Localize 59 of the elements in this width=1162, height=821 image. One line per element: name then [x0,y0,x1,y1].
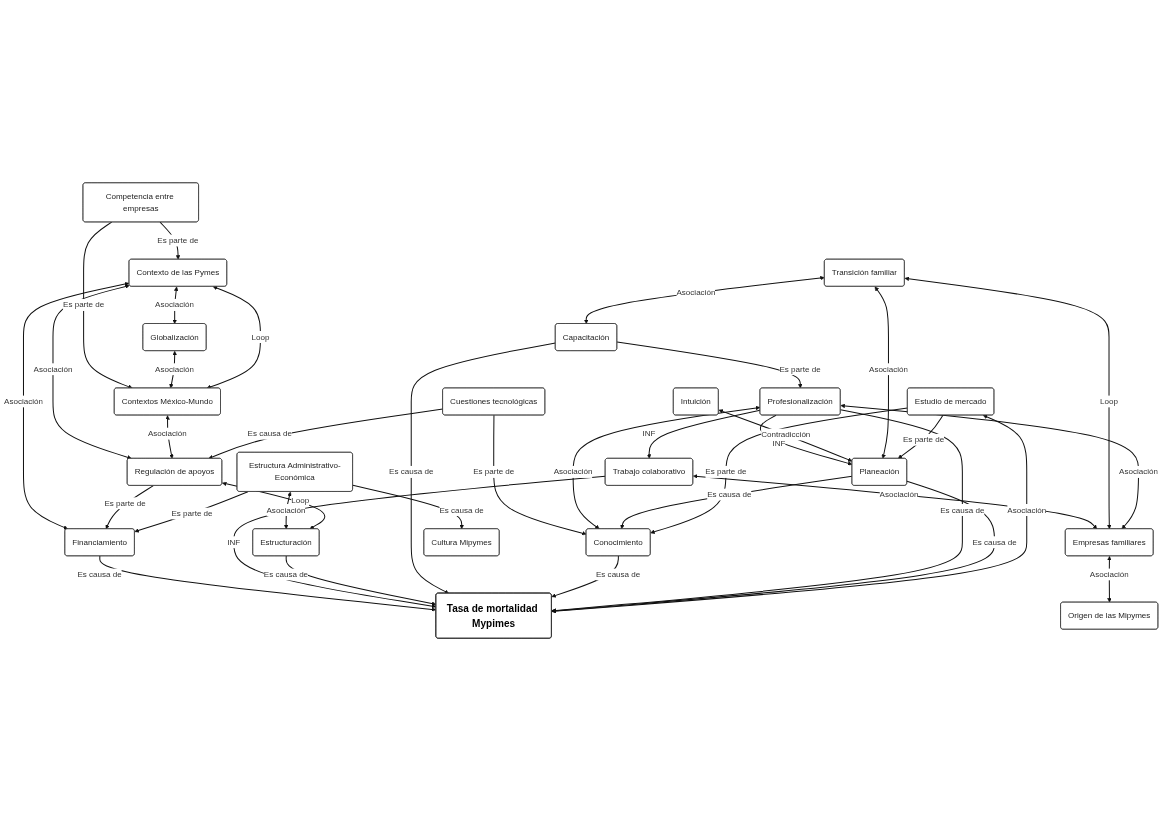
edge-label: Asociación [553,467,593,476]
edge-label: Es parte de [104,498,146,508]
arrow [493,414,587,536]
arrow [759,414,853,466]
edge-label: Es parte de [903,435,945,444]
edge-label: Es causa de [247,429,292,438]
edge-label: INF [772,439,786,448]
edge-label: Contradicción [761,429,811,439]
arrow [208,408,444,460]
edge-label: INF [227,537,241,547]
arrow [134,491,249,533]
edge-label: Es causa de [707,490,752,499]
edge-label: Es causa de [263,569,309,579]
edge-label: Es parte de [705,467,747,476]
arrow [616,341,803,389]
edge-label: Asociación [266,505,306,515]
edge-label: Loop [251,332,270,342]
arrow [650,407,909,534]
edge-label: Asociación [869,364,908,374]
edge-label: Es causa de [972,537,1017,547]
edge-label: Es parte de [779,364,821,374]
edge-label: Loop [1100,396,1118,406]
edge-label: Es parte de [171,509,213,518]
arrow [904,276,1112,530]
edge-label: Asociación [4,396,43,406]
arrow [410,342,556,594]
edge-label: Asociación [676,287,716,297]
edge-label: Es causa de [940,505,985,515]
edge-label: Es parte de [63,300,105,309]
edge-label: Asociación [33,364,73,374]
edge-label: Asociación [155,364,194,374]
arrow [874,286,889,459]
edge-label: Asociación [155,300,194,309]
arrow [233,475,606,609]
edge-label: Asociación [879,489,919,499]
arrow [584,275,825,324]
arrow [22,281,130,530]
edge-label: Es causa de [439,505,484,515]
edge-label: Es causa de [77,569,122,579]
edge-label: Asociación [147,429,187,438]
edge-label: Asociación [1119,467,1158,476]
arrow [83,221,133,389]
arrow [99,555,437,612]
arrow [718,409,853,462]
edge-label: INF [642,429,656,438]
edge-label: Es parte de [473,467,515,476]
arrow [646,409,761,459]
edge-label: Es causa de [595,569,641,579]
arrow [840,403,1140,530]
edge-label: Asociación [1007,505,1047,515]
edge-label: Es parte de [157,236,199,245]
edge-label: Loop [291,496,310,505]
edge-label: Asociación [1089,569,1129,579]
arrow [206,286,261,389]
arrow [620,475,853,530]
edge-label: Es causa de [389,467,434,476]
arrow [52,284,132,460]
arrow [572,405,761,530]
arrow [285,555,437,606]
